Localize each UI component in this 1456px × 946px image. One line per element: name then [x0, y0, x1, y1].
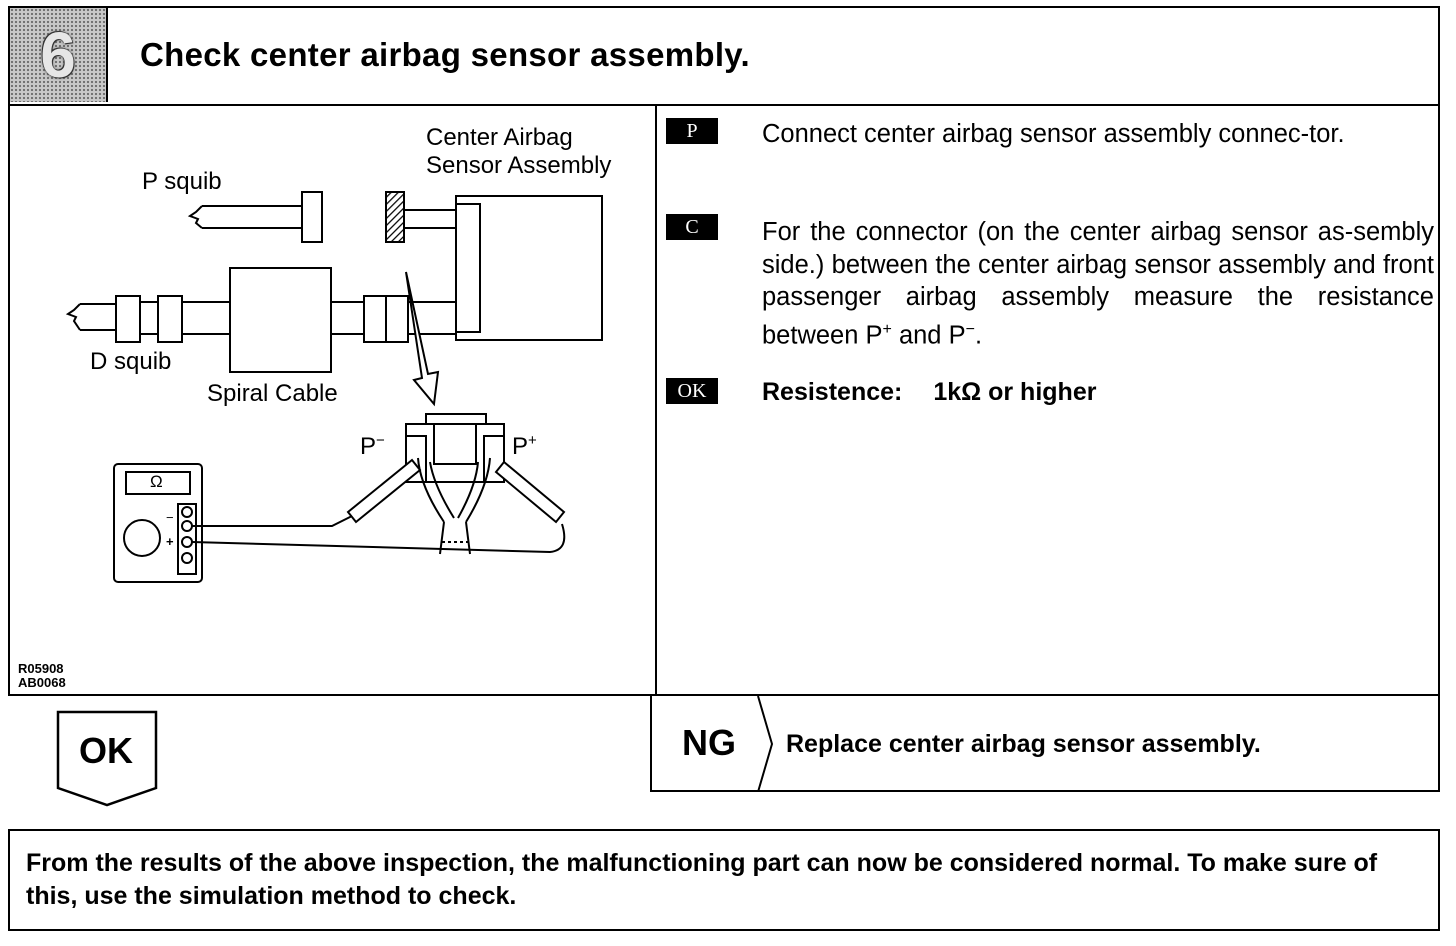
resistance-label: Resistence: [762, 378, 903, 406]
resistance-value: 1kΩ or higher [933, 378, 1097, 406]
label-d-squib: D squib [90, 348, 172, 375]
probe-minus [346, 458, 422, 524]
step-number-badge: 6 [10, 8, 108, 102]
ohmmeter-plus-sign: + [166, 534, 174, 549]
diagram-drawing [65, 191, 603, 583]
ohmmeter-minus-sign: − [166, 510, 174, 525]
connector-closeup-top [425, 413, 487, 425]
wiring-diagram: Center Airbag Sensor Assembly P squib D … [10, 106, 655, 696]
instruction-check: For the connector (on the center airbag … [762, 218, 1434, 349]
hatched-connector [385, 191, 405, 243]
note-panel: From the results of the above inspection… [8, 829, 1440, 931]
sensor-assembly-flange [455, 203, 481, 333]
pointer-arrow [405, 271, 440, 407]
ohmmeter-display [125, 471, 191, 495]
test-lead-minus [192, 515, 353, 527]
label-center-airbag-line1: Center Airbag [426, 124, 573, 151]
ng-label: NG [682, 722, 736, 763]
ok-branch-arrow [56, 710, 158, 807]
step-number: 6 [40, 19, 76, 91]
figure-code-1: R05908 [18, 661, 64, 676]
ng-action: Replace center airbag sensor assembly. [786, 730, 1261, 758]
label-p-squib: P squib [142, 168, 222, 195]
spiral-cable-body [229, 267, 332, 373]
instruction-prepare: Connect center airbag sensor assembly co… [762, 120, 1345, 148]
title-row: 6 Check center airbag sensor assembly. [10, 8, 1438, 106]
ok-branch-label: OK [79, 730, 133, 771]
spiral-cable-connector-right [385, 295, 409, 343]
resistance-spec: Resistence: 1kΩ or higher [762, 378, 1096, 407]
column-divider [655, 104, 657, 696]
label-p-minus: P− [360, 432, 385, 460]
ng-chevron [757, 696, 774, 792]
ohmmeter-unit: Ω [150, 472, 163, 491]
spiral-cable-connector-left [363, 295, 387, 343]
ohmmeter-dial [123, 519, 161, 557]
step-panel: 6 Check center airbag sensor assembly. [8, 6, 1440, 696]
note-text: From the results of the above inspection… [26, 849, 1378, 910]
ng-branch: NG Replace center airbag sensor assembly… [650, 694, 1440, 792]
tag-check: C [666, 214, 718, 240]
label-p-plus: P+ [512, 432, 537, 460]
tag-ok: OK [666, 378, 718, 404]
label-center-airbag-line2: Sensor Assembly [426, 152, 612, 179]
d-squib-connector-left [115, 295, 141, 343]
figure-code-2: AB0068 [18, 675, 66, 690]
probe-plus [494, 460, 566, 524]
tag-prepare: P [666, 118, 718, 144]
d-squib-connector-right [157, 295, 183, 343]
step-title: Check center airbag sensor assembly. [140, 36, 750, 73]
p-squib-connector [301, 191, 323, 243]
test-lead-plus [191, 523, 566, 554]
label-spiral-cable: Spiral Cable [207, 380, 338, 407]
